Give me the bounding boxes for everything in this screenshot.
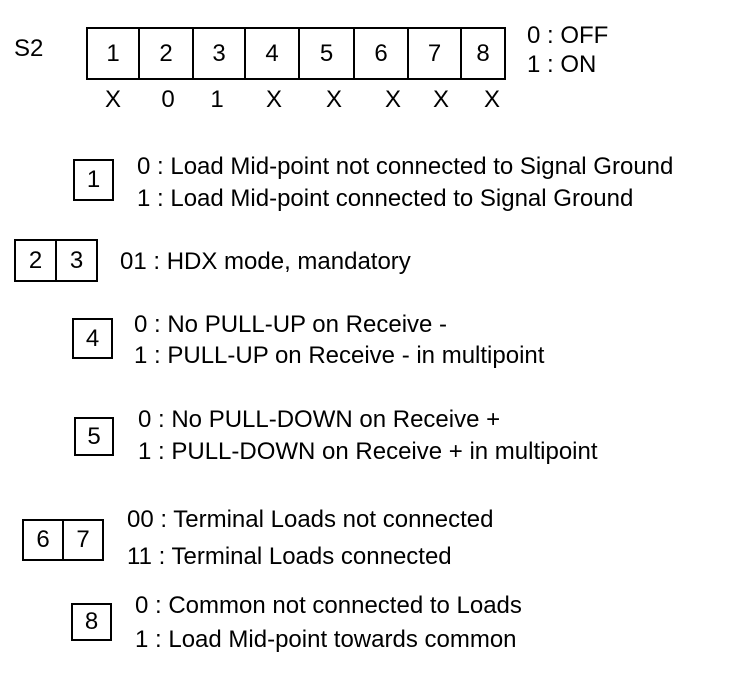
- group-1-box: 1: [73, 159, 114, 201]
- switch-label: 7: [62, 521, 102, 559]
- switch-3: 3: [192, 29, 244, 78]
- group-5-line-0: 0 : No PULL-DOWN on Receive +: [138, 406, 501, 433]
- switch-8: 8: [460, 29, 504, 78]
- switch-label: 6: [36, 526, 50, 553]
- setting-1: X: [104, 86, 122, 113]
- setting-4: X: [265, 86, 283, 113]
- switch-name: S2: [14, 35, 44, 62]
- switch-label: 3: [55, 241, 96, 280]
- switch-label: 2: [28, 246, 43, 274]
- switch-label: 8: [84, 608, 99, 635]
- switch-label: 4: [85, 324, 100, 352]
- group-23-line-0: 01 : HDX mode, mandatory: [120, 248, 411, 275]
- switch-7: 7: [407, 29, 460, 78]
- group-5-box: 5: [74, 417, 114, 456]
- setting-6: X: [384, 86, 402, 113]
- setting-8: X: [483, 86, 501, 113]
- setting-5: X: [325, 86, 343, 113]
- group-8-line-0: 0 : Common not connected to Loads: [135, 592, 522, 619]
- group-5-line-1: 1 : PULL-DOWN on Receive + in multipoint: [138, 438, 598, 465]
- setting-2: 0: [161, 86, 175, 113]
- group-1-line-0: 0 : Load Mid-point not connected to Sign…: [137, 153, 674, 180]
- group-4-box: 4: [72, 318, 113, 359]
- group-8-box: 8: [71, 603, 112, 641]
- switch-1: 1: [106, 39, 120, 67]
- group-8-line-1: 1 : Load Mid-point towards common: [135, 626, 517, 653]
- group-1-line-1: 1 : Load Mid-point connected to Signal G…: [137, 185, 634, 212]
- switch-label: 1: [86, 166, 101, 193]
- switch-5: 5: [298, 29, 353, 78]
- group-4-line-1: 1 : PULL-UP on Receive - in multipoint: [134, 342, 545, 369]
- group-67-line-1: 11 : Terminal Loads connected: [127, 543, 452, 570]
- group-67-line-0: 00 : Terminal Loads not connected: [127, 506, 494, 533]
- switch-6: 6: [353, 29, 407, 78]
- switch-4: 4: [244, 29, 298, 78]
- switch-block: 1 2 3 4 5 6 7 8: [86, 27, 506, 80]
- switch-2: 2: [138, 29, 192, 78]
- legend-on: 1 : ON: [527, 51, 597, 78]
- group-4-line-0: 0 : No PULL-UP on Receive -: [134, 311, 448, 338]
- setting-3: 1: [210, 86, 224, 113]
- switch-label: 5: [87, 422, 101, 450]
- setting-7: X: [432, 86, 450, 113]
- legend-off: 0 : OFF: [527, 22, 609, 49]
